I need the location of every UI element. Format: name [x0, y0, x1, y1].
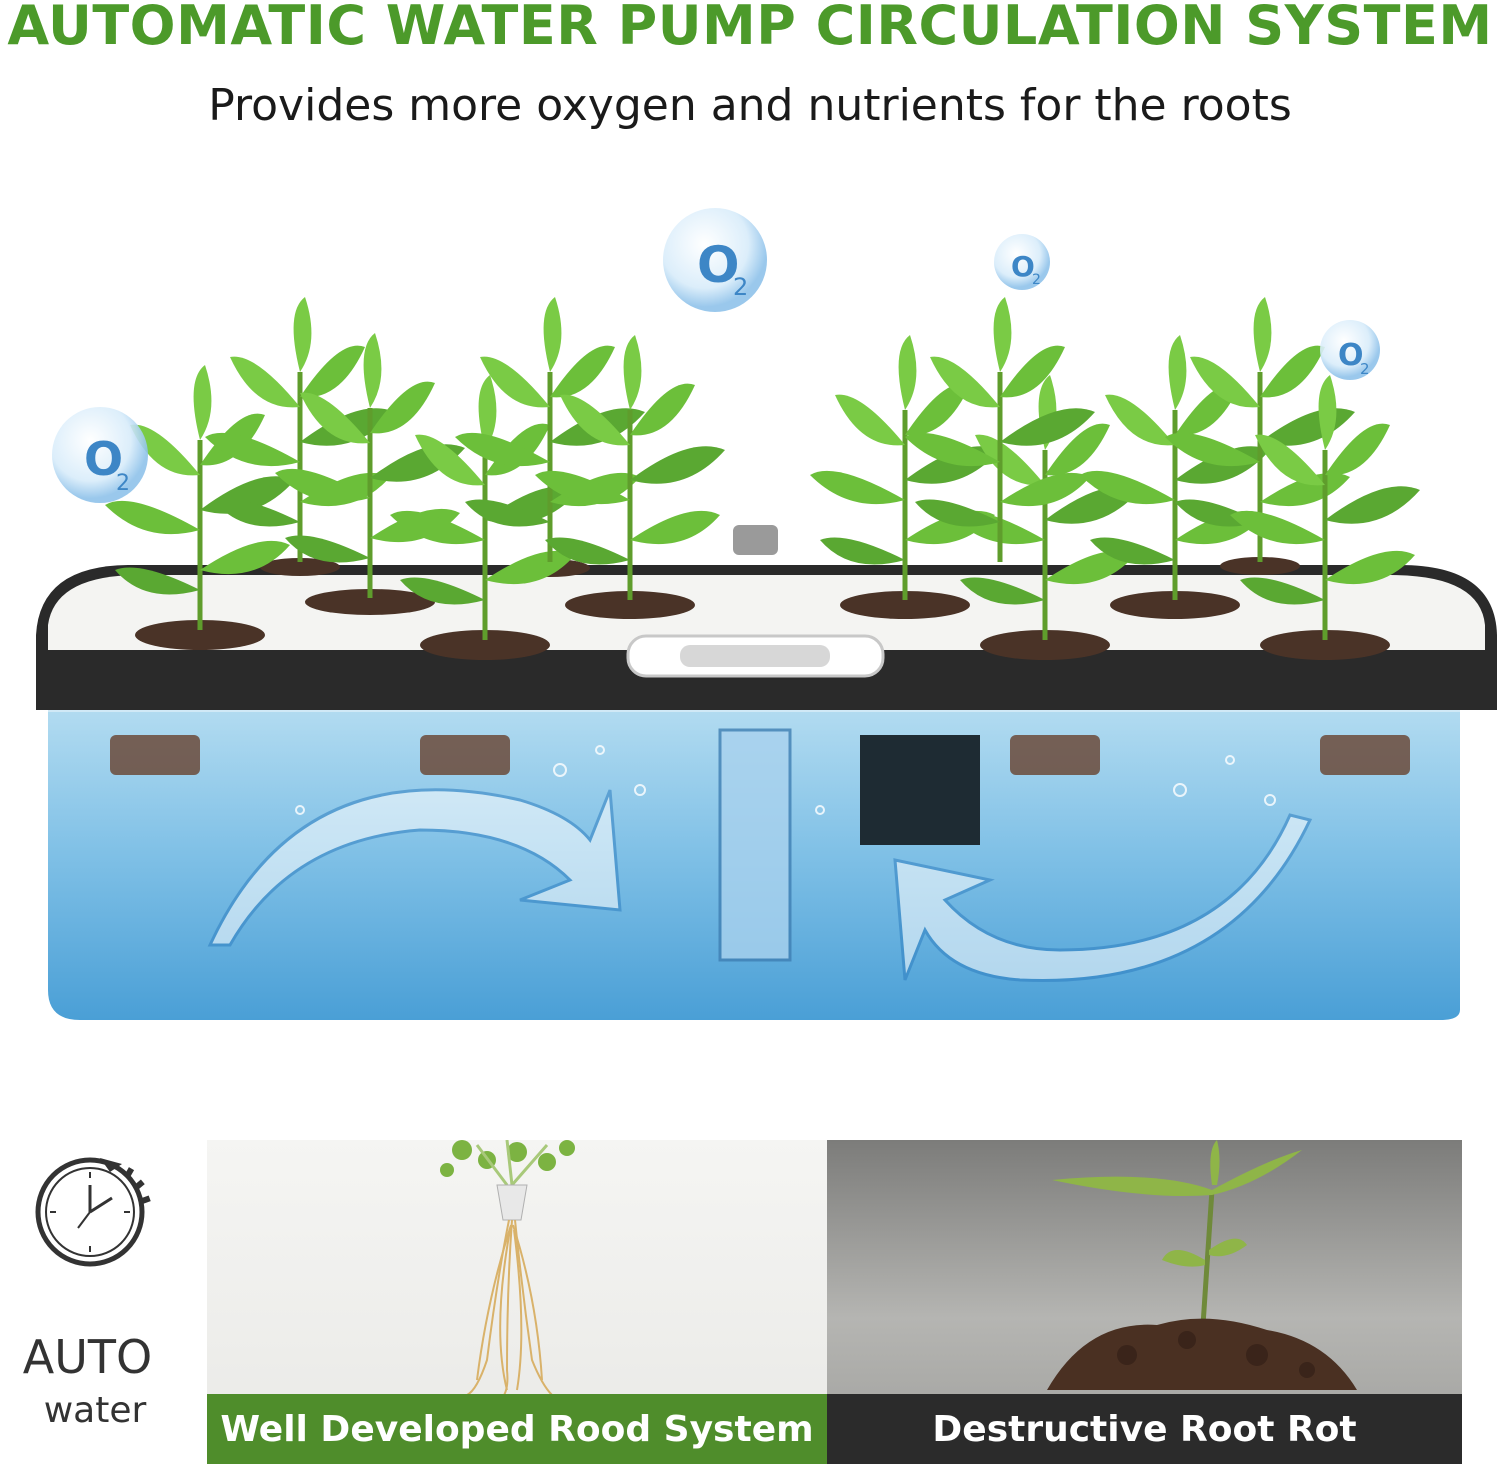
page-title: AUTOMATIC WATER PUMP CIRCULATION SYSTEM	[7, 0, 1493, 57]
healthy-roots-image	[440, 1140, 575, 1399]
water-reservoir	[48, 690, 1460, 1020]
oxygen-bubble-icon: O 2	[1320, 320, 1380, 380]
oxygen-subscript: 2	[116, 471, 130, 496]
oxygen-symbol: O	[84, 432, 123, 486]
auto-label: AUTO	[22, 1330, 153, 1384]
oxygen-symbol: O	[1011, 250, 1035, 283]
root-rot-image	[1047, 1140, 1357, 1390]
oxygen-subscript: 2	[1360, 360, 1370, 378]
page-subtitle: Provides more oxygen and nutrients for t…	[208, 80, 1292, 131]
oxygen-bubble-icon: O 2	[52, 407, 148, 503]
oxygen-bubble-icon: O 2	[663, 208, 767, 312]
root-rot-caption: Destructive Root Rot	[827, 1394, 1462, 1464]
hydroponic-system-illustration: O 2 O 2 O 2 O 2	[0, 190, 1500, 1030]
oxygen-symbol: O	[697, 236, 740, 294]
oxygen-subscript: 2	[1032, 272, 1041, 288]
oxygen-bubble-icon: O 2	[994, 234, 1050, 290]
oxygen-symbol: O	[1338, 338, 1364, 373]
clock-icon	[30, 1150, 155, 1275]
healthy-roots-caption: Well Developed Rood System	[207, 1394, 827, 1464]
reservoir-lid	[36, 525, 1497, 710]
water-label: water	[43, 1390, 147, 1431]
root-rot-panel: Destructive Root Rot	[827, 1140, 1462, 1464]
oxygen-subscript: 2	[733, 273, 748, 301]
healthy-roots-panel: Well Developed Rood System	[207, 1140, 827, 1464]
